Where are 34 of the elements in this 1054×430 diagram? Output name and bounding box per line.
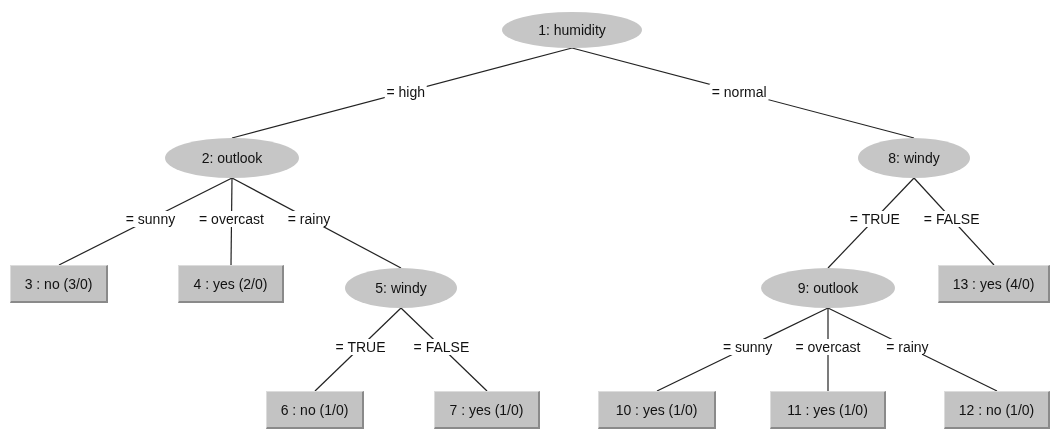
class-label: 11 : yes (1/0) (787, 401, 868, 418)
class-label: 10 : yes (1/0) (615, 401, 698, 418)
leaf-node-box (944, 391, 1050, 429)
edge-label: = TRUE (847, 211, 902, 227)
class-label: 6 : no (1/0) (280, 401, 349, 418)
edge-label: = sunny (720, 339, 775, 355)
attribute-name: 9: outlook (797, 280, 859, 296)
class-label: 13 : yes (4/0) (952, 275, 1035, 292)
edge-label: = normal (709, 84, 769, 100)
attribute-name: 8: windy (888, 150, 940, 166)
edge-label: = sunny (123, 211, 178, 227)
leaf-node-box (266, 391, 364, 429)
leaf-node-box (598, 391, 716, 429)
edge-label: = overcast (793, 339, 863, 355)
attribute-name: 2: outlook (201, 150, 263, 166)
leaf-node-box (434, 391, 540, 429)
edge-label: = rainy (884, 339, 931, 355)
attribute-name: 5: windy (375, 280, 427, 296)
edge-label: = TRUE (333, 339, 388, 355)
class-label: 12 : no (1/0) (958, 401, 1035, 418)
leaf-node-box (938, 265, 1050, 303)
edge-label: = FALSE (411, 339, 472, 355)
edge-label: = FALSE (921, 211, 982, 227)
attribute-name: 1: humidity (538, 22, 606, 38)
class-label: 4 : yes (2/0) (193, 275, 268, 292)
edge-label: = rainy (285, 211, 333, 227)
leaf-node-box (178, 265, 284, 303)
class-label: 3 : no (3/0) (24, 275, 93, 292)
edge-label: = overcast (197, 211, 266, 227)
leaf-node-box (10, 265, 108, 303)
edge-label: = high (384, 84, 428, 100)
leaf-node-box (770, 391, 886, 429)
class-label: 7 : yes (1/0) (449, 401, 524, 418)
tree-branch-line (231, 47, 573, 139)
